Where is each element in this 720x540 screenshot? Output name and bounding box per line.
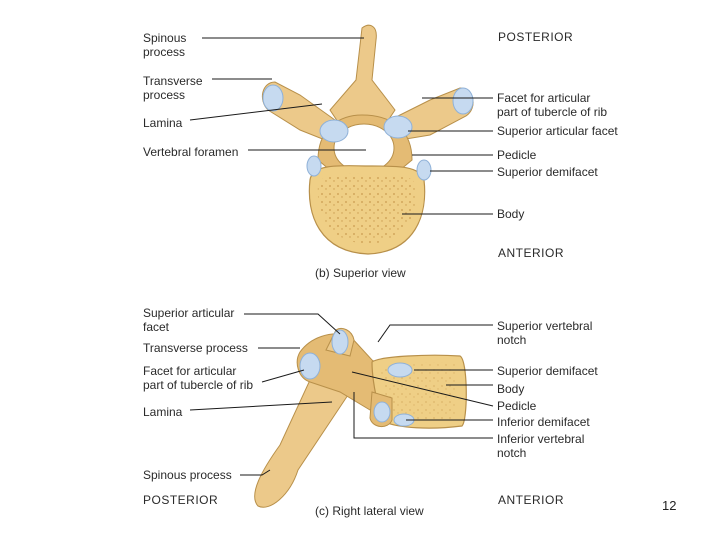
label-facet-articular-superior: Facet for articular part of tubercle of …	[497, 91, 607, 119]
label-sup-vertebral-line2: notch	[497, 333, 527, 347]
label-superior-articular-facet-lateral: Superior articular facet	[143, 306, 234, 334]
label-body-lateral: Body	[497, 382, 525, 396]
label-transverse-process-lateral: Transverse process	[143, 341, 248, 355]
orientation-posterior-bottom: POSTERIOR	[143, 493, 219, 507]
label-superior-articular-facet: Superior articular facet	[497, 124, 618, 138]
orientation-anterior-bottom: ANTERIOR	[498, 493, 565, 507]
sup-sup-articular-right	[383, 115, 413, 139]
label-spinous-process-lateral: Spinous process	[143, 468, 232, 482]
sup-facet-right-tp	[452, 87, 474, 115]
label-lamina-lateral: Lamina	[143, 405, 183, 419]
label-inferior-vertebral-notch: Inferior vertebral notch	[497, 432, 584, 460]
label-facet-line1: Facet for articular	[497, 91, 591, 105]
label-facet-articular-lateral: Facet for articular part of tubercle of …	[143, 364, 253, 392]
label-transverse-process: Transverse process	[143, 74, 203, 102]
label-facet-line2: part of tubercle of rib	[497, 105, 608, 119]
label-sup-articular-line2: facet	[143, 320, 170, 334]
orientation-posterior-top: POSTERIOR	[498, 30, 574, 44]
label-sup-articular-line1: Superior articular	[143, 306, 235, 320]
sup-demifacet-right	[416, 159, 432, 181]
label-superior-demifacet-superior: Superior demifacet	[497, 165, 598, 179]
label-inf-vertebral-line2: notch	[497, 446, 527, 460]
orientation-anterior-top: ANTERIOR	[498, 246, 565, 260]
lat-sup-demifacet	[387, 362, 413, 378]
label-superior-vertebral-notch: Superior vertebral notch	[497, 319, 592, 347]
superior-view-drawing	[189, 24, 493, 255]
label-spinous-process: Spinous process	[143, 31, 186, 59]
caption-superior-view: (b) Superior view	[315, 266, 406, 280]
label-pedicle-superior: Pedicle	[497, 148, 537, 162]
label-vertebral-foramen: Vertebral foramen	[143, 145, 239, 159]
lat-spinous	[254, 371, 351, 508]
lat-sup-articular-facet	[331, 329, 349, 355]
lateral-view-drawing	[189, 313, 494, 508]
label-lamina-superior: Lamina	[143, 116, 183, 130]
sup-demifacet-left	[306, 155, 322, 177]
lat-inf-facet	[373, 401, 391, 423]
label-sup-vertebral-line1: Superior vertebral	[497, 319, 593, 333]
label-superior-demifacet-lateral: Superior demifacet	[497, 364, 598, 378]
label-pedicle-lateral: Pedicle	[497, 399, 537, 413]
label-inf-vertebral-line1: Inferior vertebral	[497, 432, 585, 446]
sup-spinous	[329, 24, 396, 126]
label-spinous-line1: Spinous	[143, 31, 187, 45]
sup-facet-left-tp	[262, 84, 284, 112]
label-transverse-line1: Transverse	[143, 74, 203, 88]
label-transverse-line2: process	[143, 88, 186, 102]
label-spinous-line2: process	[143, 45, 186, 59]
label-inferior-demifacet: Inferior demifacet	[497, 415, 590, 429]
lat-tp-facet	[299, 352, 321, 380]
sup-sup-articular-left	[319, 119, 349, 143]
page-number: 12	[662, 498, 677, 513]
label-body-superior: Body	[497, 207, 525, 221]
caption-lateral-view: (c) Right lateral view	[315, 504, 424, 518]
label-facet-lat-line1: Facet for articular	[143, 364, 237, 378]
label-facet-lat-line2: part of tubercle of rib	[143, 378, 254, 392]
